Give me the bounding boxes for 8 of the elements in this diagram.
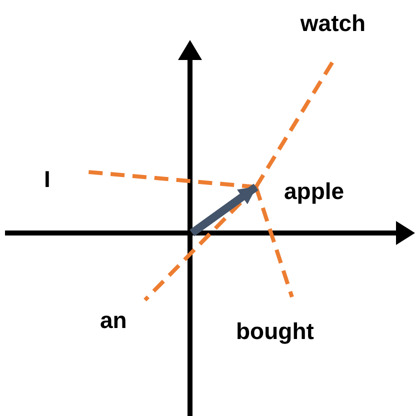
word-label: bought bbox=[236, 318, 315, 345]
word-label: watch bbox=[299, 10, 367, 37]
word-label: an bbox=[100, 307, 128, 334]
word-label: apple bbox=[283, 178, 346, 204]
word-label: I bbox=[44, 166, 52, 192]
vector-arrow bbox=[190, 184, 258, 236]
dashed-line bbox=[254, 186, 294, 298]
dashed-line bbox=[88, 170, 256, 189]
